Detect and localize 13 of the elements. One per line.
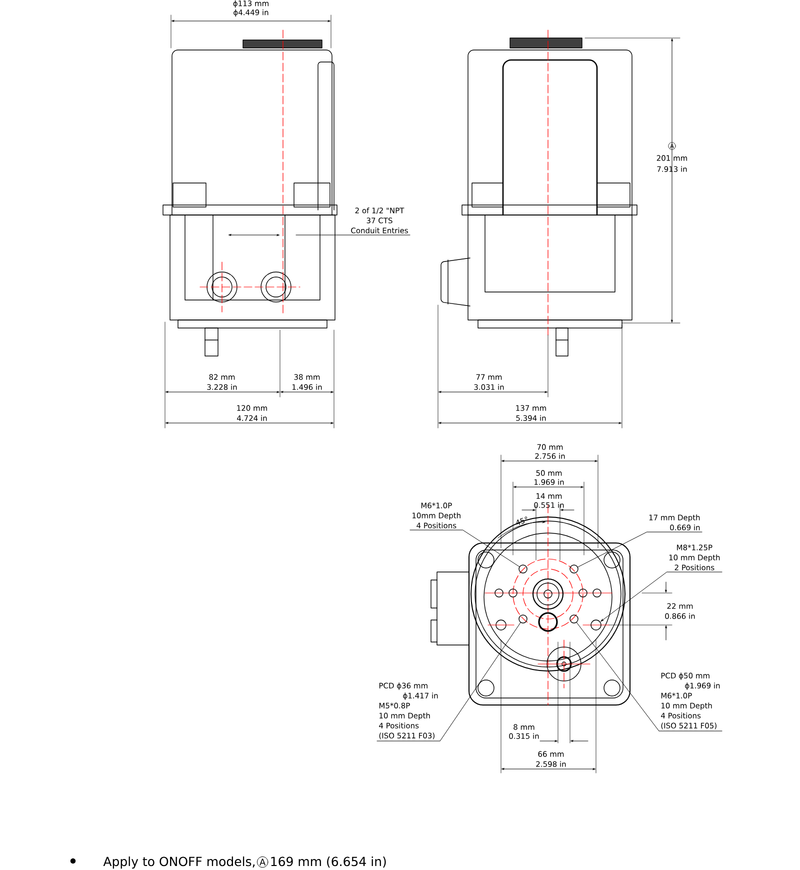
leader-line bbox=[410, 530, 520, 567]
note-text: Apply to ONOFF models, bbox=[103, 856, 255, 869]
leader-line bbox=[578, 532, 702, 568]
bolt-hole bbox=[570, 564, 578, 574]
bolt-hole bbox=[570, 614, 578, 624]
bolt-hole bbox=[590, 620, 602, 630]
leader-line bbox=[376, 622, 521, 742]
leader-line bbox=[296, 234, 410, 236]
leader-line bbox=[600, 572, 722, 622]
bolt-hole bbox=[518, 614, 528, 624]
note-text: 169 mm (6.654 in) bbox=[271, 856, 386, 868]
leader-line bbox=[576, 622, 722, 732]
bolt-hole bbox=[518, 564, 528, 574]
